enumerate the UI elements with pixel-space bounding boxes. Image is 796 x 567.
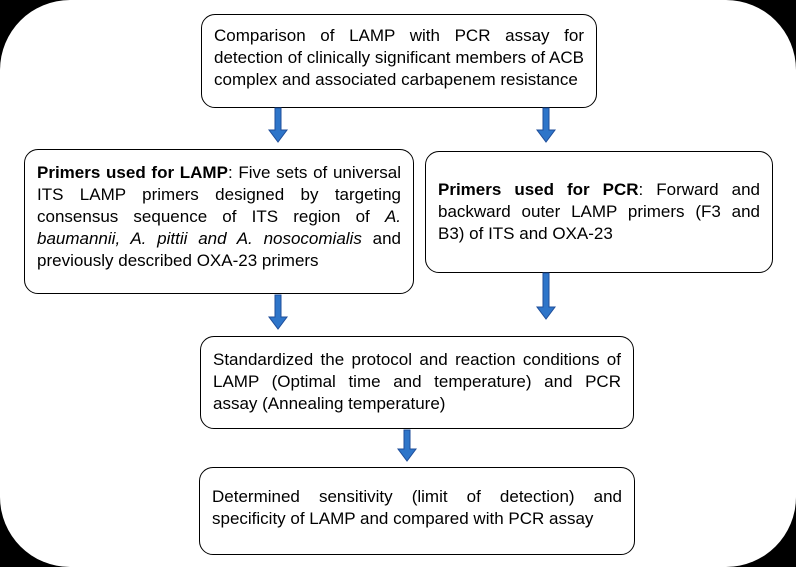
comparison-text: Comparison of LAMP with PCR assay for de… (214, 26, 584, 89)
standardization-box: Standardized the protocol and reaction c… (200, 336, 634, 429)
lamp-primers-text-end: and previously described OXA-23 primers (37, 229, 401, 270)
lamp-primers-text: : Five sets of universal ITS LAMP primer… (37, 163, 401, 226)
pcr-primers-heading: Primers used for PCR (438, 180, 639, 199)
sensitivity-box: Determined sensitivity (limit of detecti… (199, 467, 635, 555)
species-names: A. baumannii, A. pittii and A. nosocomia… (37, 207, 401, 248)
sensitivity-text: Determined sensitivity (limit of detecti… (212, 487, 622, 528)
standardization-text: Standardized the protocol and reaction c… (213, 350, 621, 413)
arrow-down-icon (397, 429, 417, 462)
comparison-box: Comparison of LAMP with PCR assay for de… (201, 14, 597, 108)
arrow-down-icon (268, 107, 288, 143)
arrow-down-icon (268, 294, 288, 330)
lamp-primers-heading: Primers used for LAMP (37, 163, 228, 182)
lamp-primers-box: Primers used for LAMP: Five sets of univ… (24, 149, 414, 294)
arrow-down-icon (536, 107, 556, 143)
arrow-down-icon (536, 272, 556, 320)
pcr-primers-box: Primers used for PCR: Forward and backwa… (425, 151, 773, 273)
pcr-primers-text: : Forward and backward outer LAMP primer… (438, 180, 760, 243)
